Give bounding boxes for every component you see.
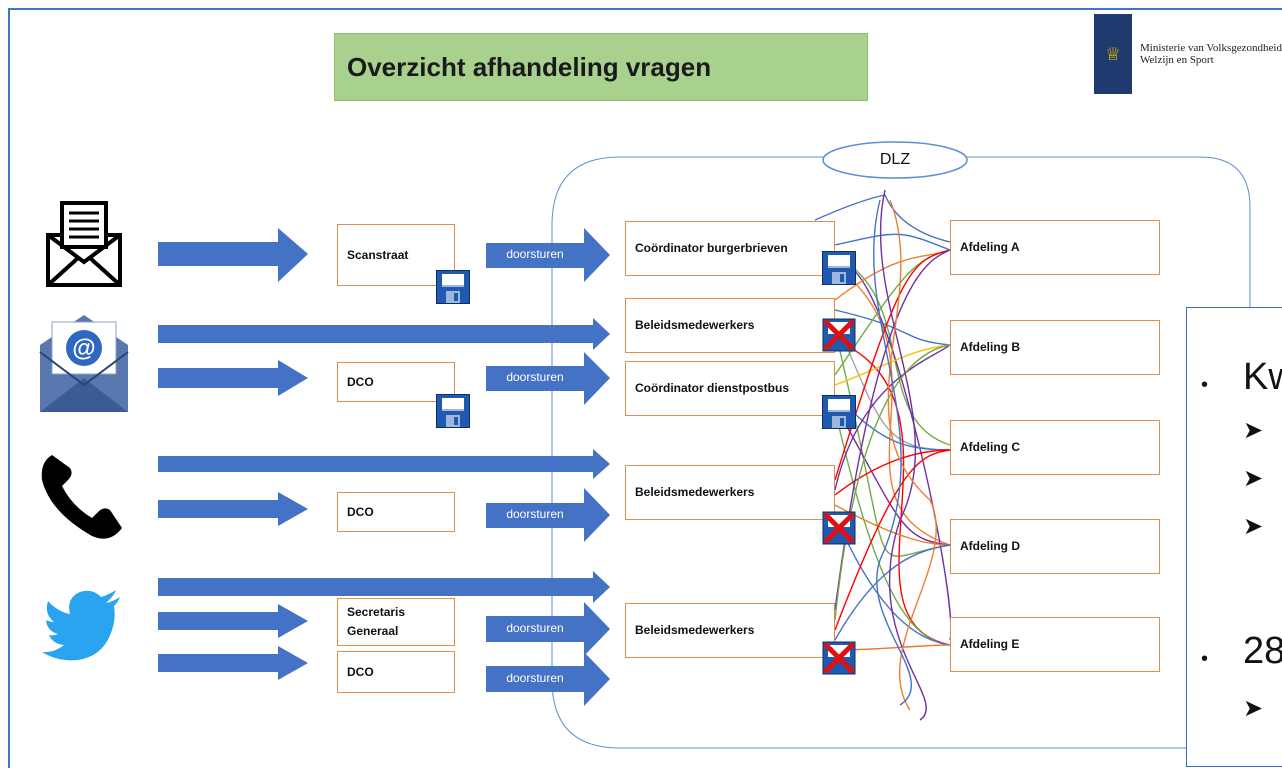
forward-label-3: doorsturen [506,507,564,521]
afdeling-c-box: Afdeling C [950,420,1160,475]
arrow-phone-dco [158,492,308,526]
floppy-disk-icon [436,394,470,428]
letter-icon [46,201,122,287]
dlz-container [551,156,1251,749]
beleidsmedewerkers-label-1: Beleidsmedewerkers [635,318,755,332]
afdeling-e-label: Afdeling E [960,637,1020,651]
arrow-phone-direct [158,449,610,479]
email-icon: @ [39,315,129,412]
dco-box-1: DCO [337,362,455,402]
side-panel-heading-2: 28 [1243,630,1282,672]
forward-arrow-5 [486,652,610,706]
dco-box-2: DCO [337,492,455,532]
arrow-twitter-direct [158,571,610,603]
floppy-disk-icon [822,251,856,285]
dco-label-2: DCO [347,504,374,519]
scanstraat-box: Scanstraat [337,224,455,286]
scanstraat-label: Scanstraat [347,247,409,262]
floppy-disk-icon [436,270,470,304]
forward-arrow-4 [486,602,610,656]
arrow-email-direct [158,318,610,350]
dco-label-1: DCO [347,374,374,389]
afdeling-b-label: Afdeling B [960,340,1020,354]
beleidsmedewerkers-box-2: Beleidsmedewerkers [625,465,835,520]
ministry-name-line2: Welzijn en Sport [1140,54,1214,66]
secretaris-label: Secretaris Generaal [347,605,406,638]
forward-arrows [486,228,610,706]
dco-label-3: DCO [347,664,374,679]
beleidsmedewerkers-box-3: Beleidsmedewerkers [625,603,835,658]
afdeling-d-label: Afdeling D [960,539,1020,553]
no-save-icon [822,511,856,545]
afdeling-a-label: Afdeling A [960,240,1020,254]
coordinator-dienstpostbus-label: Coördinator dienstpostbus [635,381,789,395]
chevron-right-icon: ➤ [1243,513,1264,540]
slide-frame [8,8,1282,768]
secretaris-box: Secretaris Generaal [337,598,455,646]
dco-box-3: DCO [337,651,455,693]
coordinator-dienstpostbus-box: Coördinator dienstpostbus [625,361,835,416]
beleidsmedewerkers-label-2: Beleidsmedewerkers [635,485,755,499]
bullet-dot: • [1201,648,1209,670]
coordinator-burgerbrieven-box: Coördinator burgerbrieven [625,221,835,276]
title-box: Overzicht afhandeling vragen [334,33,868,101]
beleidsmedewerkers-label-3: Beleidsmedewerkers [635,623,755,637]
coat-of-arms-icon: ♕ [1094,14,1132,94]
chevron-right-icon: ➤ [1243,695,1264,722]
afdeling-a-box: Afdeling A [950,220,1160,275]
side-panel-heading-1: Kw [1243,356,1282,398]
coordinator-burgerbrieven-label: Coördinator burgerbrieven [635,241,788,255]
svg-text:@: @ [72,335,95,362]
chevron-right-icon: ➤ [1243,417,1264,444]
afdeling-b-box: Afdeling B [950,320,1160,375]
page-title: Overzicht afhandeling vragen [347,51,712,82]
afdeling-e-box: Afdeling E [950,617,1160,672]
phone-icon [41,455,122,539]
forward-arrow-3 [486,488,610,542]
bullet-dot: • [1201,374,1209,396]
arrow-letter [158,228,308,282]
forward-label-5: doorsturen [506,671,564,685]
twitter-icon [42,590,120,661]
channel-arrows [158,228,610,680]
forward-label-2: doorsturen [506,370,564,384]
afdeling-c-label: Afdeling C [960,440,1020,454]
connector-lines [814,189,952,721]
chevron-right-icon: ➤ [1243,465,1264,492]
forward-label-1: doorsturen [506,247,564,261]
arrow-twitter-dco [158,646,308,680]
no-save-icon [822,318,856,352]
ministry-logo: ♕ Ministerie van Volksgezondheid, Welzij… [1094,14,1282,94]
forward-label-4: doorsturen [506,621,564,635]
arrow-twitter-sg [158,604,308,638]
forward-arrow-1 [486,228,610,282]
arrow-email-dco [158,360,308,396]
no-save-icon [822,641,856,675]
forward-arrow-2 [486,352,610,405]
floppy-disk-icon [822,395,856,429]
dlz-label: DLZ [879,151,911,168]
beleidsmedewerkers-box-1: Beleidsmedewerkers [625,298,835,353]
afdeling-d-box: Afdeling D [950,519,1160,574]
side-panel: • Kw ➤ ➤ ➤ • 28 ➤ [1186,307,1282,767]
ministry-name-line1: Ministerie van Volksgezondheid, [1140,42,1282,54]
dlz-ellipse [822,141,968,179]
